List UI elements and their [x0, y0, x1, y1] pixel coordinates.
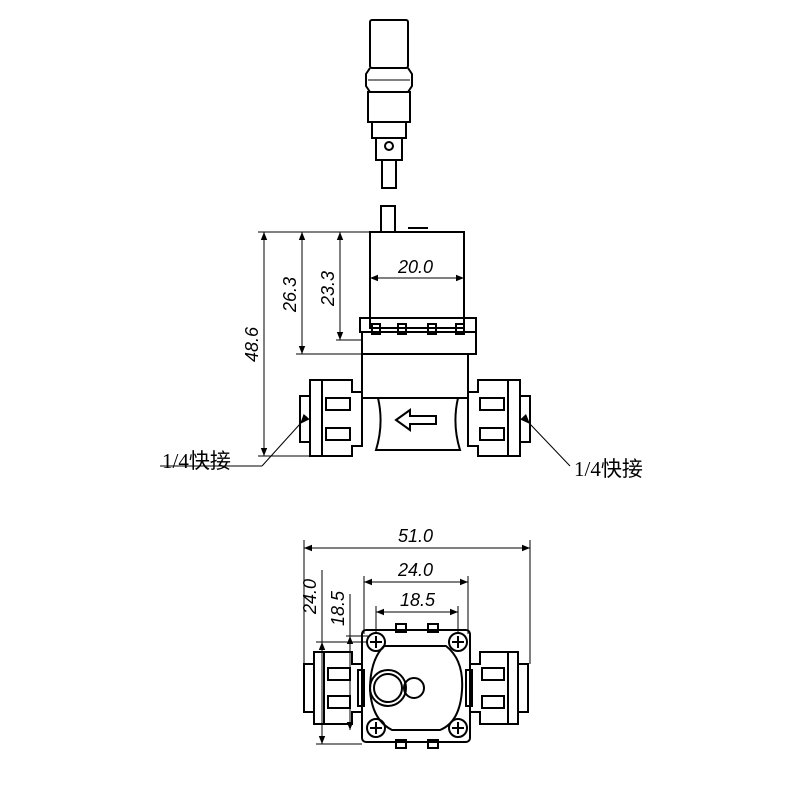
valve-bottom-view — [303, 623, 529, 749]
connector-plug — [365, 19, 413, 189]
fitting-left-label: 1/4快接 — [162, 449, 231, 473]
dim-inner-width: 18.5 — [400, 590, 436, 610]
bottom-dimensions — [303, 540, 531, 745]
side-dimensions — [160, 231, 571, 467]
screw-top-left — [366, 632, 386, 652]
dim-height-total: 48.6 — [242, 326, 262, 362]
fitting-right-label: 1/4快接 — [574, 457, 643, 481]
screw-bottom-left — [366, 718, 386, 738]
dim-mount-height: 24.0 — [300, 579, 320, 615]
dim-height-outer: 26.3 — [280, 277, 300, 313]
screw-top-right — [448, 632, 468, 652]
screw-bottom-right — [448, 718, 468, 738]
dim-width-top: 20.0 — [397, 257, 433, 277]
dim-height-inner: 23.3 — [318, 271, 338, 307]
dim-overall-width: 51.0 — [398, 526, 433, 546]
dim-inner-height: 18.5 — [328, 590, 348, 626]
dim-mount-width: 24.0 — [397, 560, 433, 580]
valve-side-view — [299, 205, 531, 457]
